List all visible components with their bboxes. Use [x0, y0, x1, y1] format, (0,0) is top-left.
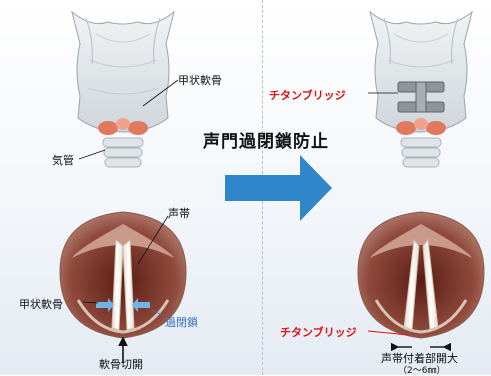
label-titanium-bridge-top: チタンブリッジ	[269, 87, 346, 103]
leader-trachea	[79, 150, 105, 159]
label-vocal-cord: 声帯	[168, 205, 190, 221]
label-cartilage-incision: 軟骨切開	[99, 356, 143, 372]
label-trachea: 気管	[52, 152, 74, 168]
larynx-right	[370, 12, 472, 167]
glottis-right	[358, 212, 484, 338]
big-arrow	[225, 155, 332, 221]
main-title: 声門過閉鎖防止	[203, 127, 329, 152]
label-over-closure: 過閉鎖	[165, 314, 198, 330]
arytenoid-muscle-left	[98, 121, 118, 135]
label-titanium-bridge-bottom: チタンブリッジ	[280, 324, 357, 340]
label-thyroid-cartilage-bottom: 甲状軟骨	[19, 296, 63, 312]
label-thyroid-cartilage-top: 甲状軟骨	[178, 72, 222, 88]
trachea-rings	[103, 138, 143, 167]
larynx-left	[72, 12, 174, 167]
arytenoid-muscle-right	[128, 121, 148, 135]
label-opening-size: （2～6㎜）	[398, 363, 445, 376]
